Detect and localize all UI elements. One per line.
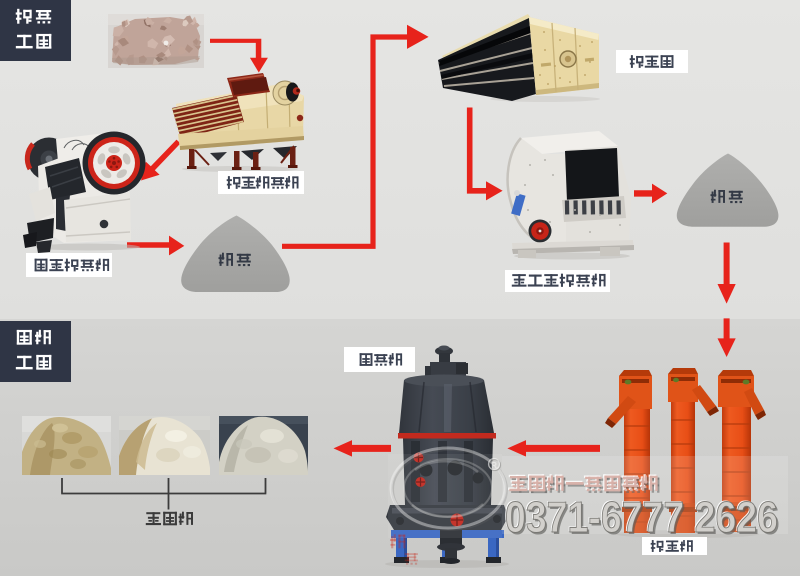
svg-text:0371-6777 2626: 0371-6777 2626 (505, 494, 778, 542)
svg-text:0371-6777 2626: 0371-6777 2626 (504, 493, 777, 541)
svg-text:0371-6777 2626: 0371-6777 2626 (507, 496, 780, 544)
svg-text:R: R (491, 461, 497, 470)
